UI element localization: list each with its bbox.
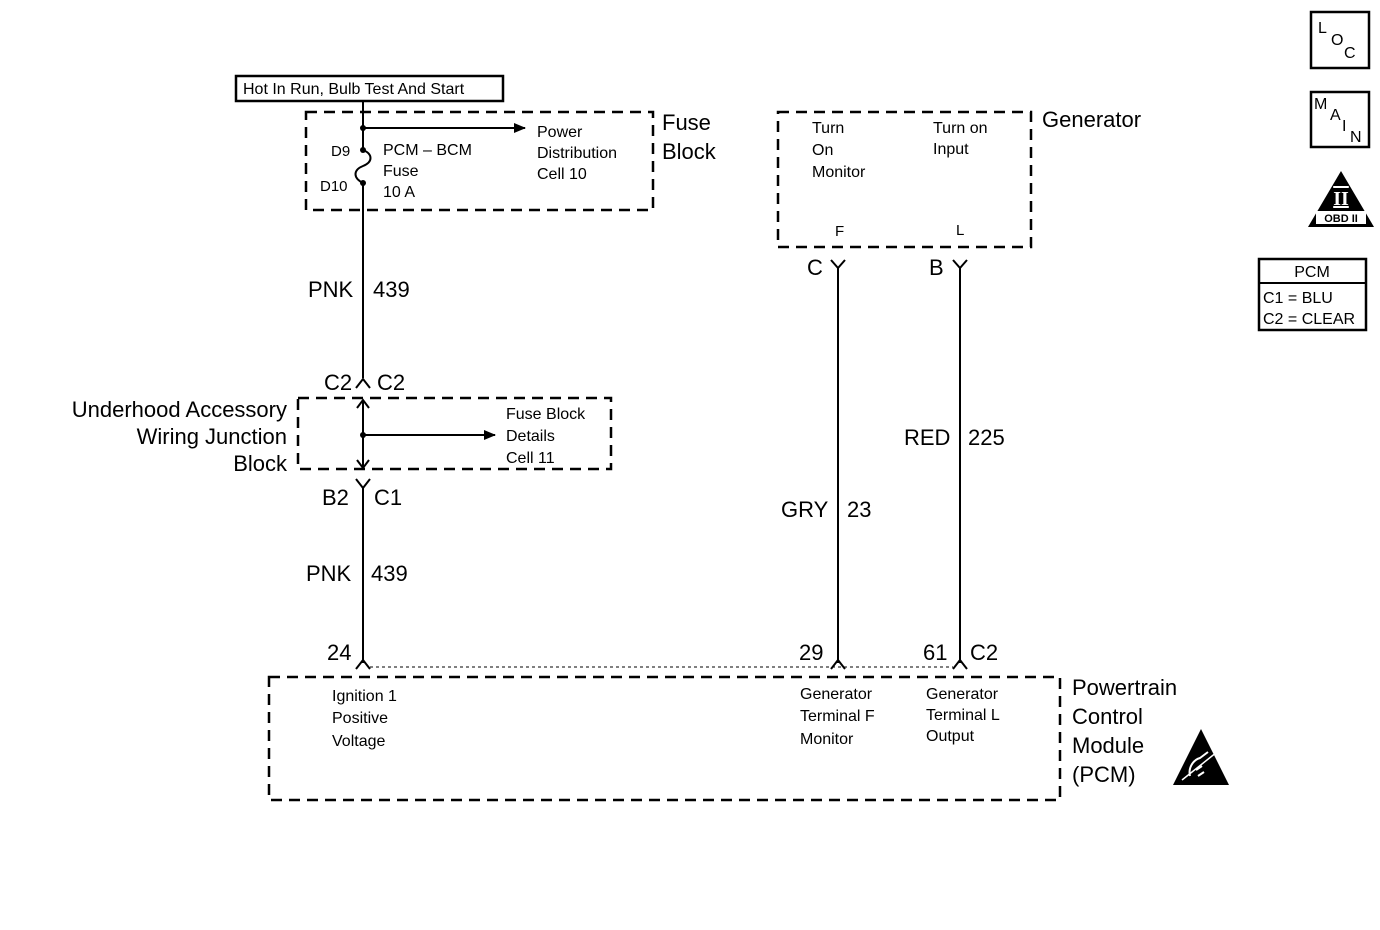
gen-term-f-line2: On	[812, 142, 833, 159]
main-icon[interactable]: M A I N	[1309, 90, 1371, 149]
fuse-pin-top: D9	[331, 143, 350, 160]
gen-term-l-line1: Turn on	[933, 120, 988, 137]
pcm-title-line3: Module	[1072, 733, 1144, 758]
pcm-t3-line2: Terminal L	[926, 707, 1000, 724]
fuse-ref-line1: Power	[537, 124, 583, 141]
uh-conn-top-right: C2	[377, 370, 405, 395]
pcm-t2-line1: Generator	[800, 686, 873, 703]
main-letter-m: M	[1314, 96, 1327, 113]
obd-label: OBD II	[1324, 213, 1358, 225]
gen-conn-l: B	[929, 255, 944, 280]
wire-bottom-color: PNK	[306, 561, 352, 586]
main-letter-a: A	[1330, 107, 1341, 124]
esd-warning-icon	[1173, 729, 1229, 785]
pcm-title-line2: Control	[1072, 704, 1143, 729]
pcm-connector-table: PCM C1 = BLU C2 = CLEAR	[1257, 257, 1368, 332]
pcm-pin-24-chevron	[355, 658, 371, 670]
wire-red-circuit: 225	[968, 425, 1005, 450]
fuse-block-title-line1: Fuse	[662, 110, 711, 135]
generator-title: Generator	[1042, 107, 1141, 132]
fuse-ref-line2: Distribution	[537, 145, 617, 162]
pcm-pin-24: 24	[327, 640, 351, 665]
loc-letter-l: L	[1318, 20, 1327, 37]
fuse-pin-bottom: D10	[320, 178, 348, 195]
fuse-name-line1: PCM – BCM	[383, 142, 472, 159]
fuse-block: Fuse Block Power Distribution Cell 10 D9…	[304, 110, 717, 212]
pcm-pin-61-chevron	[952, 658, 968, 670]
fuse-symbol	[354, 147, 372, 186]
pcm-t3-line3: Output	[926, 728, 975, 745]
pcm-conn: C2	[970, 640, 998, 665]
fuse-name-line2: Fuse	[383, 163, 419, 180]
gen-term-f-line1: Turn	[812, 120, 844, 137]
pcm-pin-61: 61	[923, 640, 947, 665]
pcm-t2-line3: Monitor	[800, 731, 854, 748]
wire-gry-circuit: 23	[847, 497, 871, 522]
wire-bottom-circuit: 439	[371, 561, 408, 586]
generator: Generator Turn On Monitor Turn on Input …	[776, 107, 1141, 280]
obd-numeral: II	[1333, 188, 1349, 210]
power-source-label-box: Hot In Run, Bulb Test And Start	[234, 74, 505, 103]
wire-top-color: PNK	[308, 277, 354, 302]
pcm-title-line4: (PCM)	[1072, 762, 1136, 787]
uh-conn-top-left: C2	[324, 370, 352, 395]
pcm-t2-line2: Terminal F	[800, 708, 875, 725]
uh-conn-bottom-left: B2	[322, 485, 349, 510]
fuse-block-title-line2: Block	[662, 139, 717, 164]
pcm-table-row1: C1 = BLU	[1263, 290, 1333, 307]
uh-title-line1: Underhood Accessory	[72, 397, 287, 422]
pcm-pin-29-chevron	[830, 658, 846, 670]
wire-red-color: RED	[904, 425, 950, 450]
uh-ref-line3: Cell 11	[506, 450, 555, 467]
loc-icon[interactable]: L O C	[1309, 10, 1371, 70]
gen-connector-c-chevron	[830, 259, 846, 270]
uh-title-line2: Wiring Junction	[137, 424, 287, 449]
loc-letter-c: C	[1344, 45, 1356, 62]
pcm-t1-line1: Ignition 1	[332, 688, 397, 705]
gen-pin-l: L	[956, 222, 964, 239]
wire-pnk-439-top: PNK 439	[308, 101, 410, 378]
gen-term-l-line2: Input	[933, 141, 969, 158]
underhood-junction-block: C2 C2 Underhood Accessory Wiring Junctio…	[72, 370, 613, 510]
connector-c1-chevron	[355, 478, 371, 490]
main-letter-n: N	[1350, 129, 1362, 146]
gen-conn-f: C	[807, 255, 823, 280]
wire-gry-23: GRY 23	[781, 268, 871, 663]
uh-ref-line2: Details	[506, 428, 555, 445]
power-source-label: Hot In Run, Bulb Test And Start	[243, 81, 465, 98]
fuse-ref-line3: Cell 10	[537, 166, 587, 183]
gen-pin-f: F	[835, 223, 844, 240]
pcm-title-line1: Powertrain	[1072, 675, 1177, 700]
pcm-pin-29: 29	[799, 640, 823, 665]
uh-title-line3: Block	[233, 451, 288, 476]
uh-conn-bottom-right: C1	[374, 485, 402, 510]
fuse-name-line3: 10 A	[383, 184, 415, 201]
pcm-t1-line2: Positive	[332, 710, 388, 727]
main-letter-i: I	[1342, 118, 1346, 135]
wire-red-225: RED 225	[904, 268, 1005, 663]
pcm-t1-line3: Voltage	[332, 733, 385, 750]
connector-c2-chevron	[355, 377, 371, 389]
pcm-table-row2: C2 = CLEAR	[1263, 311, 1355, 328]
pcm-t3-line1: Generator	[926, 686, 999, 703]
wire-pnk-439-bottom: PNK 439	[306, 488, 408, 663]
pcm-module: 24 29 61 C2 Ignition 1 Positive Voltage …	[267, 640, 1229, 802]
pcm-table-header: PCM	[1294, 264, 1330, 281]
obd-ii-icon[interactable]: II OBD II	[1308, 171, 1374, 227]
gen-connector-b-chevron	[952, 259, 968, 270]
loc-letter-o: O	[1331, 32, 1343, 49]
wire-top-circuit: 439	[373, 277, 410, 302]
wire-gry-color: GRY	[781, 497, 829, 522]
uh-ref-line1: Fuse Block	[506, 406, 586, 423]
gen-term-f-line3: Monitor	[812, 164, 866, 181]
